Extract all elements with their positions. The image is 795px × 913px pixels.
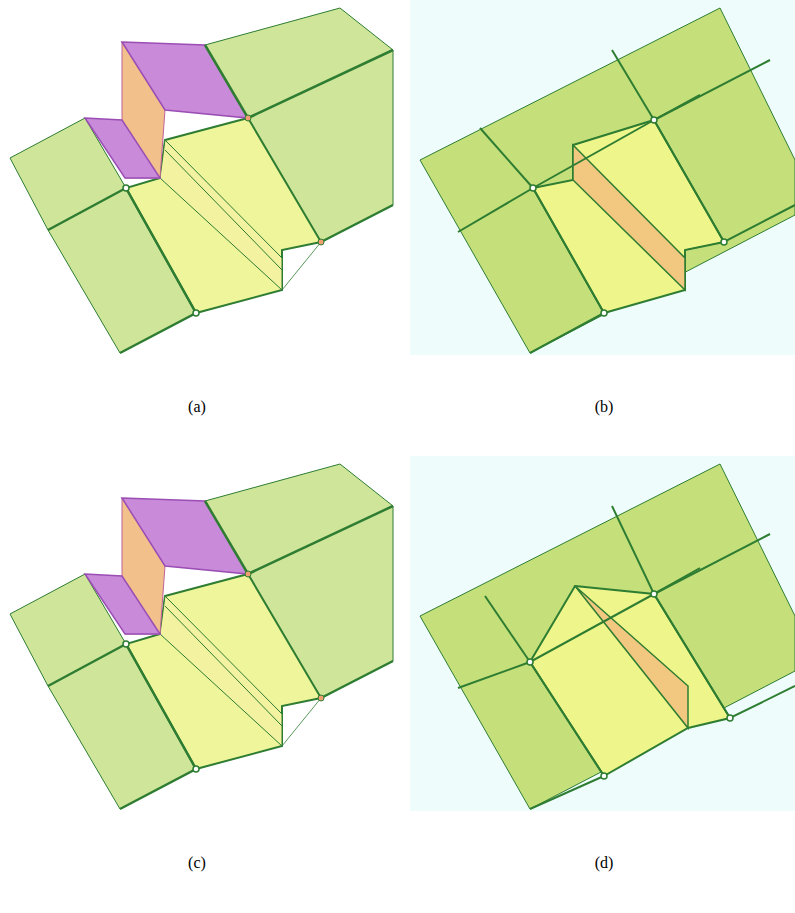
panel-label: (b) [595, 398, 614, 416]
panel-label: (a) [188, 398, 206, 416]
panel-label: (d) [595, 854, 614, 872]
flat-grid [410, 456, 795, 811]
panel-label: (c) [188, 854, 206, 872]
flat-grid [410, 0, 795, 355]
